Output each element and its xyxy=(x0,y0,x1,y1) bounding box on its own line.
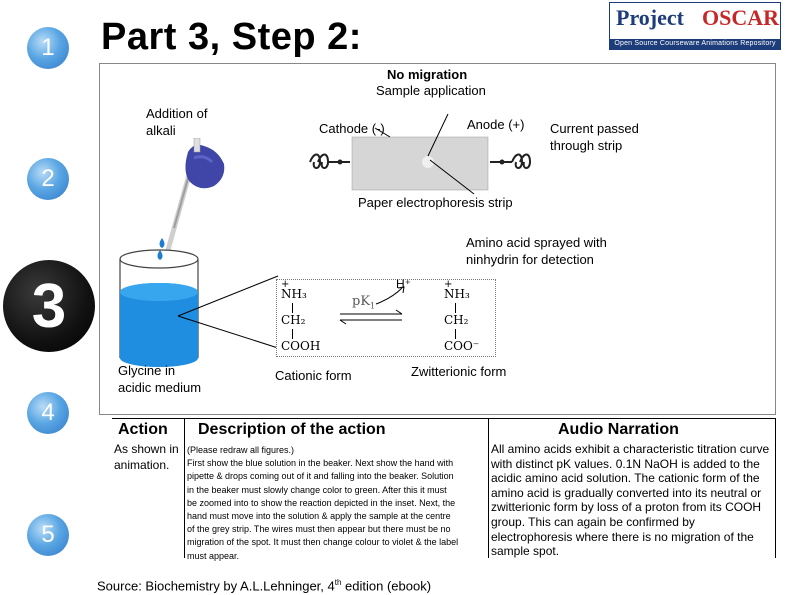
current-label-line1: Current passed xyxy=(550,121,639,136)
addition-label-line1: Addition of xyxy=(146,106,208,121)
reaction-inset xyxy=(276,279,496,357)
beaker-liquid xyxy=(120,283,198,367)
step-marker-4[interactable]: 4 xyxy=(27,392,69,434)
pk-label: pK1 xyxy=(352,294,376,311)
cathode-label: Cathode (-) xyxy=(319,121,385,136)
step-marker-5[interactable]: 5 xyxy=(27,514,69,556)
left-plus: + xyxy=(281,279,290,290)
source-citation: Source: Biochemistry by A.L.Lehninger, 4… xyxy=(97,578,432,594)
ninhydrin-label-line1: Amino acid sprayed with xyxy=(466,235,607,250)
description-header: Description of the action xyxy=(198,421,386,438)
right-plus: + xyxy=(444,279,453,290)
project-oscar-logo: Project OSCAR Open Source Courseware Ani… xyxy=(609,2,781,50)
right-coo: COO⁻ xyxy=(444,339,480,353)
audio-narration-header: Audio Narration xyxy=(558,421,679,438)
equilibrium-arrows xyxy=(339,286,405,325)
audio-narration-text: All amino acids exhibit a characteristic… xyxy=(491,442,770,559)
cationic-form-label: Cationic form xyxy=(275,368,352,383)
hand-with-pipette xyxy=(165,138,225,251)
step-marker-1[interactable]: 1 xyxy=(27,27,69,69)
addition-label-line2: alkali xyxy=(146,123,176,138)
glycine-label-line2: acidic medium xyxy=(118,380,202,395)
action-table: Action Description of the action Audio N… xyxy=(112,418,776,561)
step-markers: 1 2 3 4 5 xyxy=(0,0,96,595)
cathode-wire xyxy=(309,153,350,169)
anode-label: Anode (+) xyxy=(467,117,525,132)
logo-word-project: Project xyxy=(616,5,684,30)
step-marker-2[interactable]: 2 xyxy=(27,158,69,200)
logo-word-oscar: OSCAR xyxy=(702,5,780,30)
beaker xyxy=(119,249,199,367)
ninhydrin-label-line2: ninhydrin for detection xyxy=(466,252,594,267)
slide-title: Part 3, Step 2: xyxy=(101,16,362,58)
action-text-line1: As shown in xyxy=(114,442,179,456)
right-ch2: CH₂ xyxy=(444,313,469,327)
paper-strip-label: Paper electrophoresis strip xyxy=(358,195,513,210)
glycine-label-line1: Glycine in xyxy=(118,363,176,378)
right-nh3: NH₃ xyxy=(444,287,470,301)
electrophoresis-apparatus xyxy=(309,113,532,191)
anode-pointer xyxy=(427,113,449,157)
current-label-line2: through strip xyxy=(550,138,623,153)
drops xyxy=(157,238,165,260)
left-ch2: CH₂ xyxy=(281,313,306,327)
step-marker-3[interactable]: 3 xyxy=(3,260,95,352)
logo-tagline: Open Source Courseware Animations Reposi… xyxy=(610,39,780,49)
cathode-pointer xyxy=(374,127,391,138)
no-migration-label: No migration xyxy=(387,67,468,82)
gloved-hand xyxy=(185,144,225,189)
paper-strip xyxy=(351,136,489,191)
action-header: Action xyxy=(118,421,168,438)
left-nh3: NH₃ xyxy=(281,287,307,301)
anode-wire xyxy=(490,153,532,169)
sample-spot xyxy=(422,156,434,168)
left-cooh: COOH xyxy=(281,339,321,353)
action-text-line2: animation. xyxy=(114,458,170,472)
sample-application-label: Sample application xyxy=(376,83,486,98)
zoom-lines xyxy=(177,275,279,349)
zwitterionic-form-label: Zwitterionic form xyxy=(411,364,507,379)
description-text: (Please redraw all figures.) First show … xyxy=(187,445,459,561)
strip-pointer xyxy=(429,159,475,195)
